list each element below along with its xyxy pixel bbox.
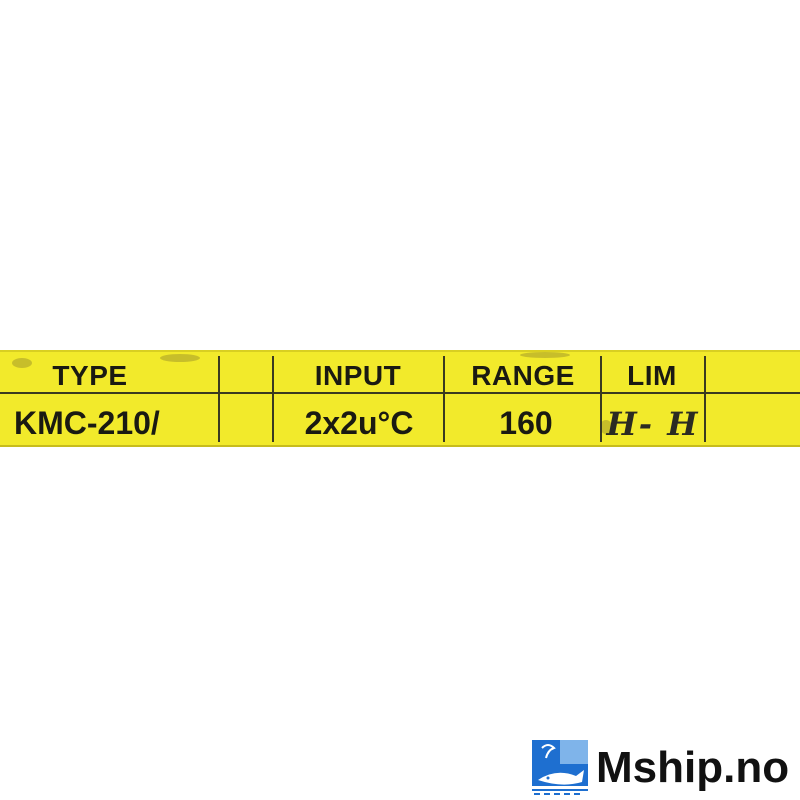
value-input: 2x2u°C [304,405,414,441]
label-divider-vertical [272,356,274,442]
watermark-text: Mship.no [596,743,790,792]
mship-watermark: Mship.no [532,740,794,798]
label-wear-mark [600,420,612,434]
label-wear-mark [12,358,32,368]
equipment-label: TYPE INPUT RANGE LIM KMC-210/ 2x2u°C 160… [0,350,800,447]
label-divider-vertical [218,356,220,442]
header-type: TYPE [52,360,128,391]
label-wear-mark [160,354,200,362]
value-type: KMC-210/ [14,405,160,441]
header-range: RANGE [471,360,575,391]
header-input: INPUT [314,360,402,391]
value-lim: H- H [606,405,700,443]
ship-whale-logo-icon [532,740,588,798]
label-divider-horizontal [0,392,800,394]
label-divider-vertical [600,356,602,442]
header-lim: LIM [627,360,677,391]
label-divider-vertical [443,356,445,442]
value-range: 160 [499,405,553,441]
label-divider-vertical [704,356,706,442]
label-wear-mark [520,352,570,358]
